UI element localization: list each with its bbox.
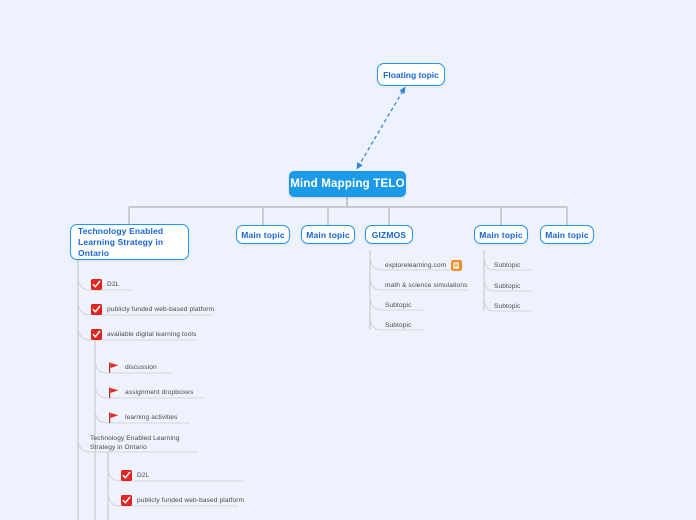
leaf-telo-d2l-2[interactable]: D2L — [121, 470, 149, 481]
check-icon — [91, 329, 102, 340]
note-icon[interactable] — [451, 260, 463, 271]
node-branch-main-topic-4[interactable]: Main topic — [540, 225, 594, 244]
leaf-main3-subtopic-2[interactable]: Subtopic — [494, 281, 520, 292]
node-branch-telo-strategy[interactable]: Technology Enabled Learning Strategy in … — [70, 224, 189, 260]
leaf-telo-digital-tools[interactable]: available digital learning tools — [91, 329, 196, 340]
leaf-gizmos-subtopic-2[interactable]: Subtopic — [385, 320, 411, 331]
leaf-label: learning activities — [125, 414, 178, 421]
leaf-label: discussion — [125, 364, 157, 371]
node-branch-main-topic-4-label: Main topic — [545, 229, 589, 240]
flag-icon — [108, 362, 120, 373]
leaf-telo-d2l-1[interactable]: D2L — [91, 279, 119, 290]
leaf-label: explorelearning.com — [385, 262, 447, 269]
leaf-label: Subtopic — [494, 262, 521, 269]
flag-icon — [108, 412, 120, 423]
node-floating-topic[interactable]: Floating topic — [377, 63, 445, 86]
leaf-telo-learning-activities[interactable]: learning activities — [108, 412, 177, 423]
leaf-label: Subtopic — [494, 303, 521, 310]
leaf-label: publicly funded web-based platform — [107, 306, 215, 313]
node-branch-main-topic-1[interactable]: Main topic — [236, 225, 290, 244]
leaf-gizmos-subtopic-1[interactable]: Subtopic — [385, 300, 411, 311]
node-branch-gizmos-label: GIZMOS — [371, 229, 407, 240]
node-branch-gizmos[interactable]: GIZMOS — [365, 225, 413, 244]
leaf-telo-assignment-dropboxes[interactable]: assignment dropboxes — [108, 387, 193, 398]
leaf-label: math & science simulations — [385, 282, 468, 289]
leaf-label: Subtopic — [385, 322, 412, 329]
node-root[interactable]: Mind Mapping TELO — [289, 171, 406, 197]
node-root-label: Mind Mapping TELO — [290, 178, 405, 190]
leaf-main3-subtopic-3[interactable]: Subtopic — [494, 301, 520, 312]
leaf-main3-subtopic-1[interactable]: Subtopic — [494, 260, 520, 271]
node-floating-topic-label: Floating topic — [383, 69, 439, 80]
node-branch-main-topic-3-label: Main topic — [479, 229, 523, 240]
leaf-gizmos-simulations[interactable]: math & science simulations — [385, 280, 468, 291]
leaf-label: D2L — [107, 281, 120, 288]
connector-floating-link — [356, 86, 406, 170]
flag-icon — [108, 387, 120, 398]
node-branch-main-topic-3[interactable]: Main topic — [474, 225, 528, 244]
leaf-label: available digital learning tools — [107, 331, 197, 338]
leaf-label: publicly funded web-based platform — [137, 497, 245, 504]
leaf-telo-discussion[interactable]: discussion — [108, 362, 157, 373]
leaf-label: D2L — [137, 472, 150, 479]
leaf-telo-strategy-repeat[interactable]: Technology Enabled Learning Strategy in … — [90, 435, 185, 452]
node-branch-main-topic-2-label: Main topic — [306, 229, 350, 240]
leaf-telo-publicly-funded-1[interactable]: publicly funded web-based platform — [91, 304, 214, 315]
leaf-gizmos-explorelearning[interactable]: explorelearning.com — [385, 260, 463, 271]
leaf-label: Technology Enabled Learning Strategy in … — [90, 435, 180, 451]
leaf-label: assignment dropboxes — [125, 389, 194, 396]
check-icon — [121, 470, 132, 481]
node-branch-telo-strategy-label: Technology Enabled Learning Strategy in … — [78, 225, 164, 258]
leaf-telo-publicly-funded-2[interactable]: publicly funded web-based platform — [121, 495, 244, 506]
check-icon — [91, 304, 102, 315]
leaf-label: Subtopic — [385, 302, 412, 309]
check-icon — [91, 279, 102, 290]
node-branch-main-topic-1-label: Main topic — [241, 229, 285, 240]
check-icon — [121, 495, 132, 506]
node-branch-main-topic-2[interactable]: Main topic — [301, 225, 355, 244]
leaf-label: Subtopic — [494, 283, 521, 290]
